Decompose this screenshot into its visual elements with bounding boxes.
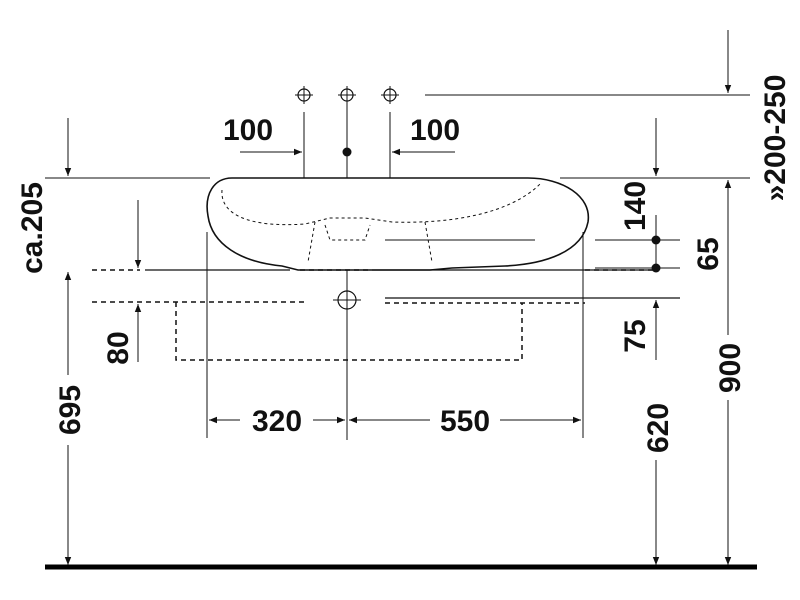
- left-height-dimensions: [64, 118, 142, 565]
- tap-hole-left: [295, 86, 313, 104]
- tap-holes: [295, 86, 399, 104]
- dim-900: 900: [714, 343, 747, 393]
- basin-inner: [221, 183, 541, 226]
- dim-620: 620: [642, 403, 675, 453]
- dim-tap-height: »200-250: [759, 75, 792, 202]
- dim-tap-left: 100: [223, 114, 273, 147]
- vanity-unit: [175, 302, 523, 361]
- dim-tap-right: 100: [410, 114, 460, 147]
- right-height-dimensions: [595, 30, 732, 565]
- tap-hole-right: [381, 86, 399, 104]
- basin-outline: [206, 177, 590, 271]
- tap-hole-center: [338, 86, 356, 104]
- dim-695: 695: [54, 385, 87, 435]
- dim-65: 65: [692, 237, 725, 270]
- basin-drain-dash: [307, 221, 433, 263]
- dim-overall-height: ca.205: [16, 182, 49, 274]
- dim-80: 80: [102, 331, 135, 364]
- tap-spacing-dimension: [240, 104, 455, 440]
- dim-320: 320: [252, 405, 302, 438]
- dim-140: 140: [619, 181, 652, 231]
- dim-550: 550: [440, 405, 490, 438]
- dim-75: 75: [619, 319, 652, 352]
